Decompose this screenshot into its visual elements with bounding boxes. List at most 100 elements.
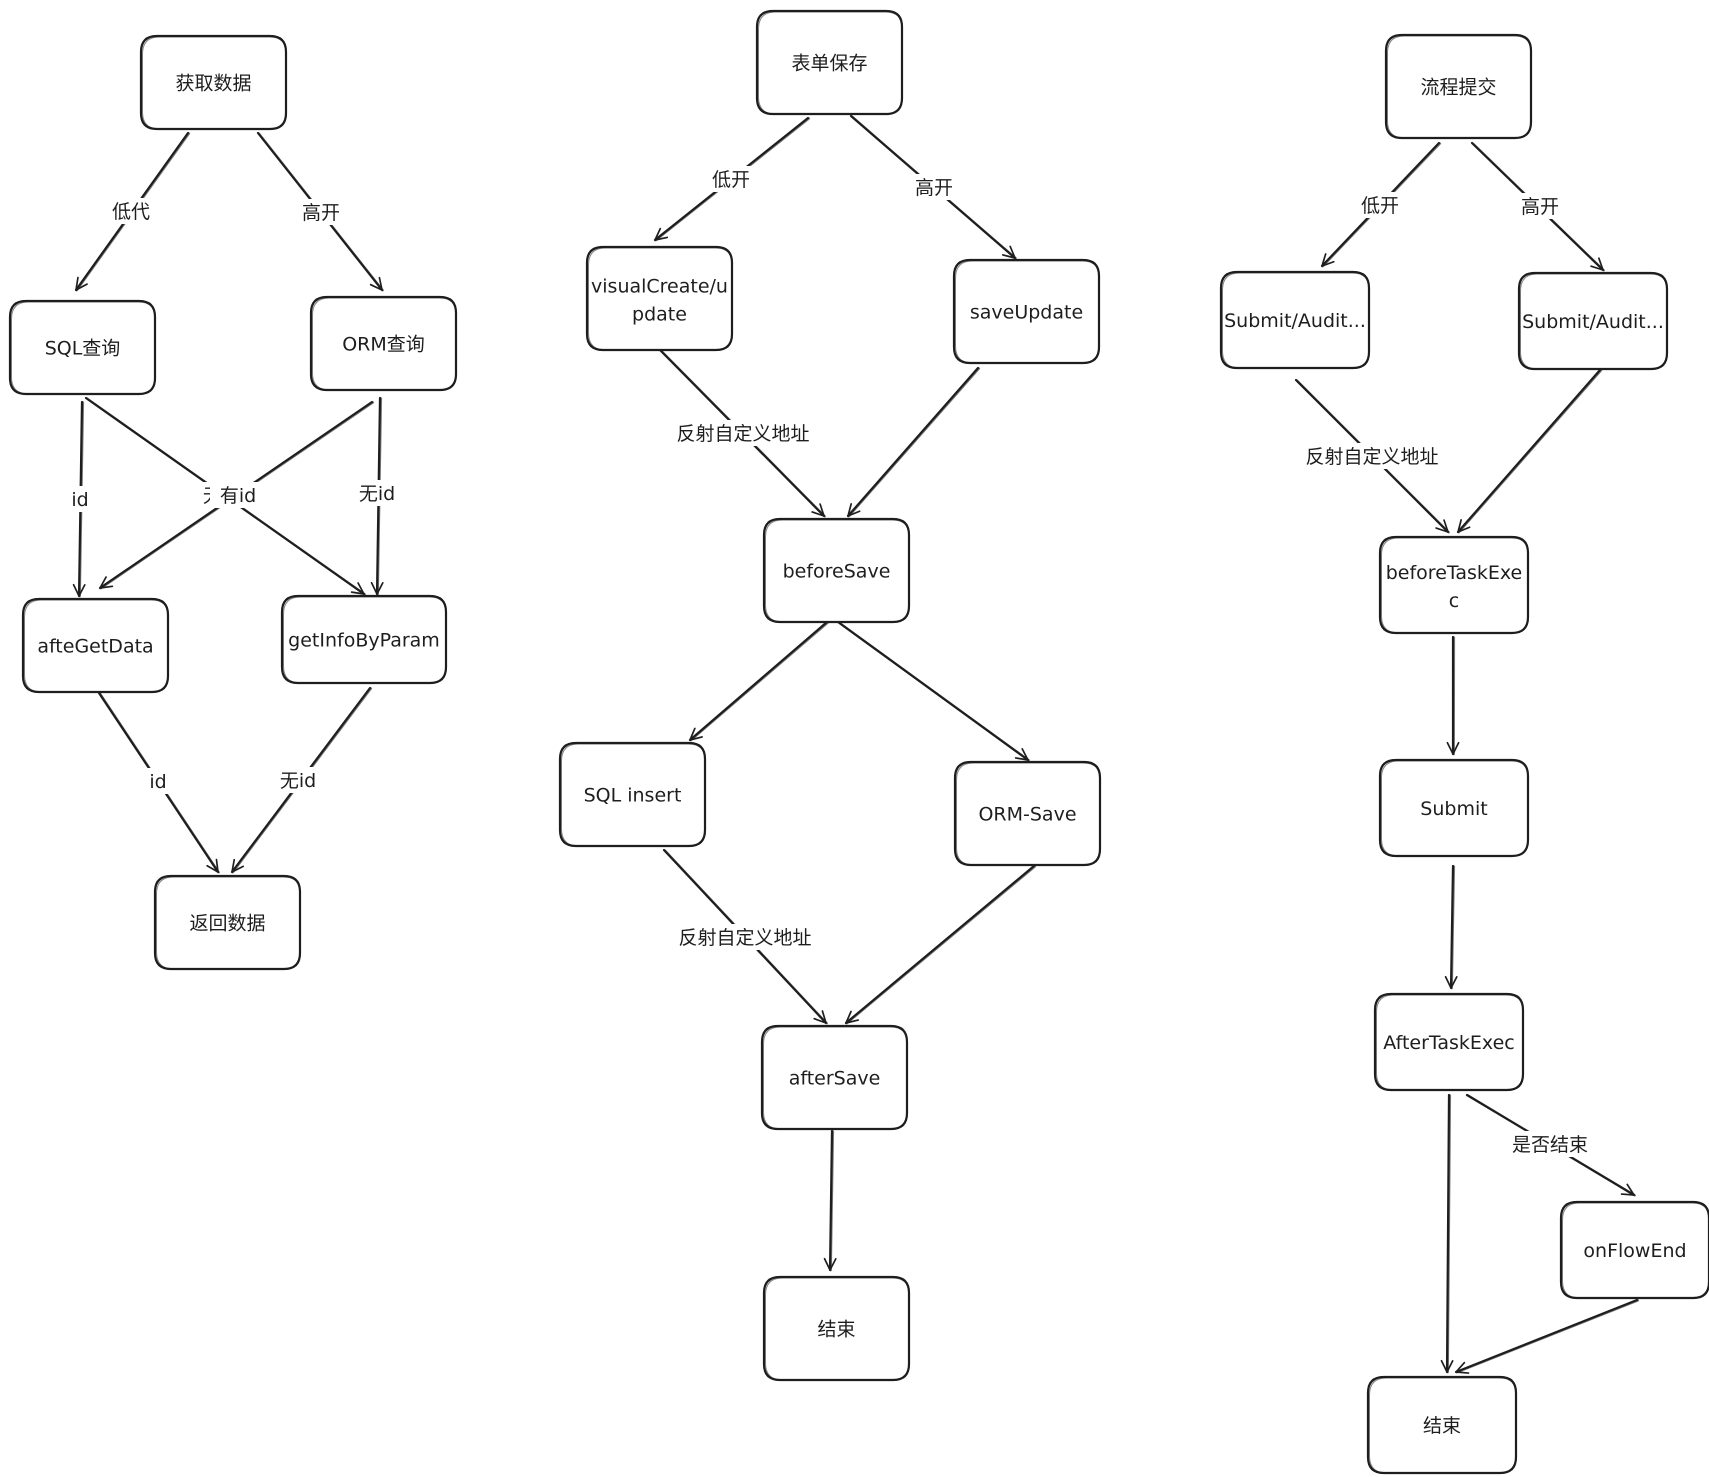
edge-label-bg-getdata-sqlq <box>111 198 151 224</box>
edge-ormsave-to-aftersave-sketch <box>845 865 1037 1025</box>
node-formsave-label: 表单保存 <box>791 53 867 75</box>
edge-label-bg-formsave-visual <box>711 166 751 192</box>
edge-aftersave-to-end1-sketch <box>829 1130 835 1272</box>
edge-label-bg-visual-beforesave <box>683 420 803 446</box>
edge-label-bg-aftertask-onflowend <box>1514 1131 1586 1157</box>
edge-label-bg-formsave-saveupd <box>914 174 954 200</box>
edge-label-bg-afteget-ret <box>138 768 178 794</box>
node-submit[interactable]: Submit <box>1378 758 1530 858</box>
node-onflowend[interactable]: onFlowEnd <box>1559 1200 1709 1300</box>
node-getinfo[interactable]: getInfoByParam <box>280 594 448 685</box>
node-end1-box-sketch <box>765 1277 910 1381</box>
node-visual-label-line2: pdate <box>632 304 687 326</box>
edge-saveupd-to-beforesave-sketch <box>847 367 981 518</box>
edge-label-getdata-ormq: 高开 <box>302 202 340 224</box>
edge-label-bg-flowsub-subaudit2 <box>1520 193 1560 219</box>
node-beforetask-box <box>1378 535 1530 635</box>
edge-label-flowsub-subaudit1: 低开 <box>1361 195 1399 217</box>
node-ormsave-label: ORM-Save <box>978 804 1076 826</box>
node-subaudit2-box-sketch <box>1520 273 1668 370</box>
node-ret-box-sketch <box>156 876 301 970</box>
edge-label-ormq-afteget: 有id <box>220 485 256 507</box>
edge-label-formsave-visual: 低开 <box>712 169 750 191</box>
node-subaudit2[interactable]: Submit/Audit... <box>1517 271 1669 371</box>
edge-submit-to-aftertask-sketch <box>1450 865 1456 990</box>
edge-label-bg-sqlq-afteget <box>60 486 100 512</box>
node-ormsave[interactable]: ORM-Save <box>953 760 1102 867</box>
node-ormq[interactable]: ORM查询 <box>309 295 458 392</box>
edge-label-ormq-getinfo: 无id <box>359 483 395 505</box>
edge-label-afteget-ret: id <box>149 771 166 793</box>
node-sqlins-label: SQL insert <box>584 785 682 807</box>
node-end2-box-sketch <box>1369 1377 1517 1474</box>
node-sqlq[interactable]: SQL查询 <box>8 299 157 396</box>
node-end1-label: 结束 <box>817 1319 855 1341</box>
node-beforetask[interactable]: beforeTaskExe c <box>1378 535 1530 635</box>
node-saveupd[interactable]: saveUpdate <box>952 258 1101 365</box>
node-end1[interactable]: 结束 <box>762 1275 911 1382</box>
edge-onflowend-to-end2-sketch <box>1455 1299 1640 1374</box>
node-subaudit1-box-sketch <box>1222 272 1370 369</box>
node-visual-box <box>585 245 734 352</box>
edge-label-bg-ormq-getinfo <box>349 480 405 506</box>
node-formsave-box-sketch <box>758 11 903 115</box>
edge-label-bg-ormq-afteget <box>210 482 266 508</box>
node-saveupd-label: saveUpdate <box>970 302 1083 324</box>
edge-label-bg-getdata-ormq <box>301 199 341 225</box>
edge-subaudit2-to-beforetask-sketch <box>1457 369 1603 534</box>
node-ret-label: 返回数据 <box>189 913 265 935</box>
node-formsave[interactable]: 表单保存 <box>755 9 904 116</box>
node-beforesave[interactable]: beforeSave <box>762 517 911 624</box>
node-submit-box-sketch <box>1381 760 1529 857</box>
node-beforetask-label-line2: c <box>1449 590 1459 612</box>
edge-label-aftertask-onflowend: 是否结束 <box>1512 1134 1588 1156</box>
node-subaudit1[interactable]: Submit/Audit... <box>1219 270 1371 370</box>
node-getinfo-label: getInfoByParam <box>288 630 440 652</box>
node-aftersave[interactable]: afterSave <box>760 1024 909 1131</box>
node-aftertask-box-sketch <box>1376 994 1524 1091</box>
node-sqlq-box-sketch <box>11 301 156 395</box>
node-getdata-box-sketch <box>142 36 287 130</box>
node-aftersave-label: afterSave <box>789 1068 881 1090</box>
node-submit-label: Submit <box>1420 798 1487 820</box>
edges-layer <box>72 114 1640 1374</box>
node-flowsub-box-sketch <box>1387 35 1532 139</box>
node-onflowend-label: onFlowEnd <box>1583 1240 1686 1262</box>
node-visual-box-sketch <box>588 247 733 351</box>
node-beforesave-label: beforeSave <box>783 561 891 583</box>
node-ormq-label: ORM查询 <box>342 334 425 356</box>
node-sqlins[interactable]: SQL insert <box>558 741 707 848</box>
edge-label-bg-subaudit1-beforetask <box>1312 443 1432 469</box>
node-getinfo-box-sketch <box>283 596 447 684</box>
node-onflowend-box-sketch <box>1562 1202 1709 1299</box>
edge-label-bg-getinfo-ret <box>270 767 326 793</box>
node-ormq-box-sketch <box>312 297 457 391</box>
node-subaudit1-label: Submit/Audit... <box>1224 310 1366 332</box>
edge-label-getinfo-ret: 无id <box>280 770 316 792</box>
node-aftertask[interactable]: AfterTaskExec <box>1373 992 1525 1092</box>
node-sqlins-box-sketch <box>561 743 706 847</box>
node-visual[interactable]: visualCreate/u pdate <box>585 245 734 352</box>
nodes-layer: 获取数据 SQL查询 ORM查询 afteGetData getInfoByParam 返… <box>8 9 1709 1475</box>
node-afteget-label: afteGetData <box>37 636 153 658</box>
node-beforetask-label-line1: beforeTaskExe <box>1386 562 1523 584</box>
edge-label-bg-flowsub-subaudit1 <box>1360 192 1400 218</box>
node-aftersave-box-sketch <box>763 1026 908 1130</box>
node-aftertask-label: AfterTaskExec <box>1383 1032 1514 1054</box>
edge-label-bg-sqlins-aftersave <box>685 924 805 950</box>
edge-beforesave-to-sqlins-sketch <box>689 621 830 742</box>
node-beforesave-box-sketch <box>765 519 910 623</box>
node-afteget[interactable]: afteGetData <box>21 597 170 694</box>
node-getdata[interactable]: 获取数据 <box>139 34 288 131</box>
node-flowsub-label: 流程提交 <box>1420 77 1496 99</box>
edge-label-subaudit1-beforetask: 反射自定义地址 <box>1305 446 1438 468</box>
node-flowsub[interactable]: 流程提交 <box>1384 33 1533 140</box>
edge-label-sqlq-afteget: id <box>71 489 88 511</box>
edge-aftertask-to-end2-sketch <box>1446 1094 1452 1374</box>
node-visual-label-line1: visualCreate/u <box>591 276 728 298</box>
node-end2[interactable]: 结束 <box>1366 1375 1518 1475</box>
node-ret[interactable]: 返回数据 <box>153 874 302 971</box>
node-beforetask-box-sketch <box>1381 537 1529 634</box>
edge-label-formsave-saveupd: 高开 <box>915 177 953 199</box>
